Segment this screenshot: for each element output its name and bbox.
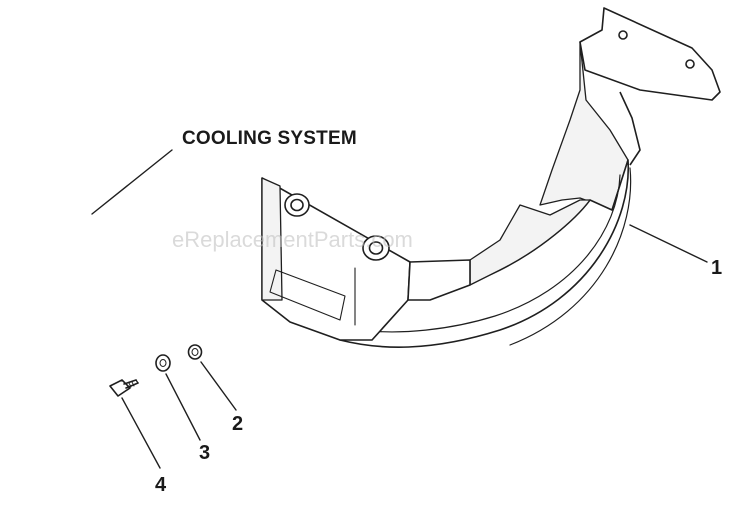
callout-3-label[interactable]: 3 [199,442,210,464]
shroud-top-bracket [579,7,721,101]
shroud-left-plate [261,177,411,341]
part-2-nut[interactable] [187,344,203,360]
callout-1-leader [629,224,708,263]
callout-2-label[interactable]: 2 [232,413,243,435]
bracket-hole-1 [618,30,628,40]
diagram-title: COOLING SYSTEM [182,128,357,149]
callout-3-leader [165,373,201,441]
title-leader-line [91,149,173,215]
shroud-inner-lip [469,199,591,286]
part-4-bolt[interactable] [109,379,139,397]
shroud-neck [539,41,629,211]
callout-4-label[interactable]: 4 [155,474,167,496]
shroud-mount-boss-1 [284,193,310,217]
shroud-duct-outer-edge [509,167,632,346]
bracket-hole-2 [685,59,695,69]
callout-2-leader [200,361,237,411]
watermark-text: eReplacementParts.com [172,227,413,252]
shroud-plate-recess [269,269,346,321]
shroud-mount-boss-2 [362,235,390,261]
part-3-washer[interactable] [155,354,171,372]
callout-1-label[interactable]: 1 [711,257,722,279]
part-1-cooling-shroud[interactable] [261,7,721,348]
shroud-left-plate-edge [261,177,283,301]
callout-4-leader [121,397,161,469]
shroud-transition [407,259,471,301]
shroud-duct-inner-edge [359,174,621,333]
shroud-neck-edge [619,91,641,166]
